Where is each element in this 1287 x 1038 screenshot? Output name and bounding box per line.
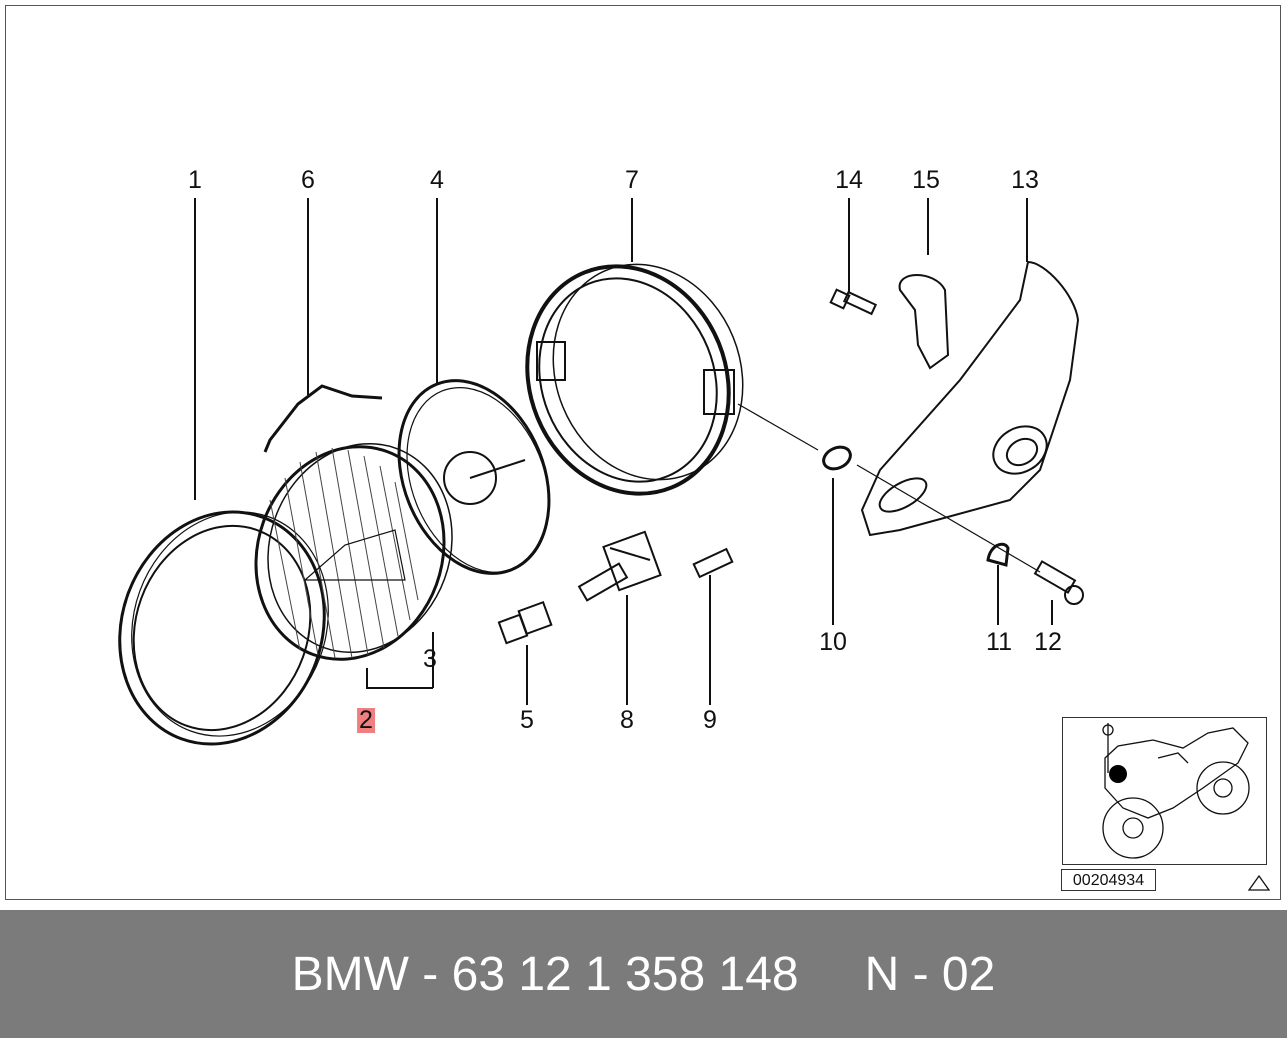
washer-part <box>822 445 852 471</box>
h4-bulb-part <box>577 530 662 602</box>
motorcycle-icon <box>1102 723 1250 859</box>
callout-4[interactable]: 4 <box>430 166 444 194</box>
callout-5[interactable]: 5 <box>520 706 534 734</box>
footer-bar: BMW - 63 12 1 358 148 N - 02 <box>0 910 1287 1038</box>
callout-13[interactable]: 13 <box>1011 166 1039 194</box>
variant-label: N - 02 <box>864 947 996 1001</box>
callout-9[interactable]: 9 <box>703 706 717 734</box>
bracket-part <box>860 260 1080 537</box>
bezel-ring-part <box>118 510 329 746</box>
part-number-label: BMW - 63 12 1 358 148 <box>291 947 799 1001</box>
lens-reflector-part <box>254 442 453 661</box>
grommet-part <box>986 542 1010 567</box>
callout-2-highlighted[interactable]: 2 <box>357 706 375 734</box>
callout-11[interactable]: 11 <box>986 628 1012 656</box>
clip-part <box>898 274 950 370</box>
exploded-headlight-diagram <box>118 198 1084 746</box>
callout-15[interactable]: 15 <box>912 166 940 194</box>
callout-3[interactable]: 3 <box>423 645 437 673</box>
callout-7[interactable]: 7 <box>625 166 639 194</box>
motorcycle-location-thumbnail <box>1062 717 1267 865</box>
small-bulb-part <box>692 547 734 579</box>
callout-14[interactable]: 14 <box>835 166 863 194</box>
callout-10[interactable]: 10 <box>819 628 847 656</box>
small-screw-part <box>829 288 878 316</box>
bolt-part <box>1033 560 1084 605</box>
callout-1[interactable]: 1 <box>188 166 202 194</box>
warning-triangle-icon <box>1248 875 1270 891</box>
callout-6[interactable]: 6 <box>301 166 315 194</box>
diagram-reference-id: 00204934 <box>1061 869 1156 891</box>
seal-ring-part <box>397 379 551 575</box>
callout-8[interactable]: 8 <box>620 706 634 734</box>
callout-12[interactable]: 12 <box>1034 628 1062 656</box>
housing-part <box>525 263 744 496</box>
socket-bulb-part <box>497 600 553 645</box>
